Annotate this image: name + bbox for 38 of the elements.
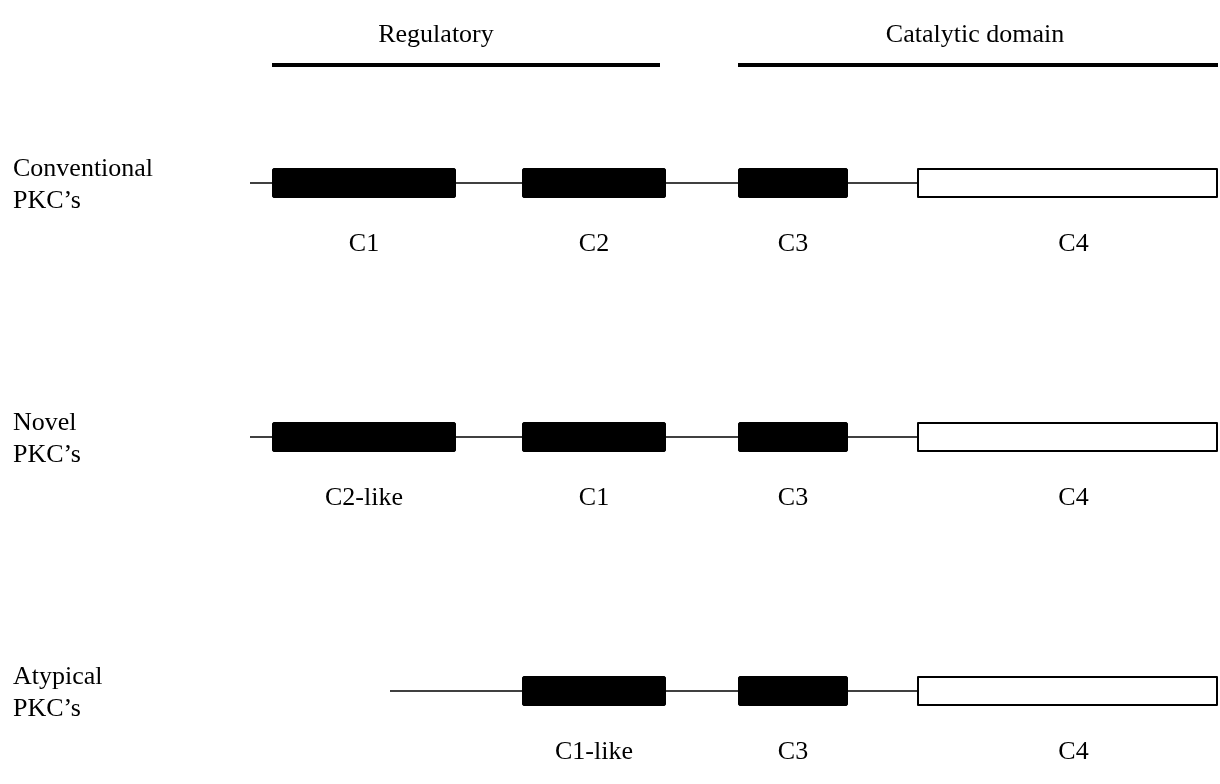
domain-name: C3 bbox=[777, 736, 809, 766]
row-label: Atypical PKC’s bbox=[13, 660, 104, 724]
linker-line bbox=[665, 690, 739, 692]
linker-line bbox=[847, 436, 918, 438]
domain-name: C4 bbox=[1058, 482, 1089, 512]
linker-line bbox=[389, 690, 523, 692]
region-heading: Catalytic domain bbox=[885, 18, 1065, 50]
row-label: Novel PKC’s bbox=[13, 406, 82, 470]
linker-line bbox=[847, 690, 918, 692]
open-domain-bar bbox=[917, 168, 1218, 198]
linker-line bbox=[249, 436, 273, 438]
domain-name: C1 bbox=[578, 482, 610, 512]
filled-domain-bar bbox=[522, 676, 666, 706]
linker-line bbox=[665, 436, 739, 438]
row-label: Conventional PKC’s bbox=[13, 152, 155, 216]
filled-domain-bar bbox=[522, 422, 666, 452]
filled-domain-bar bbox=[522, 168, 666, 198]
domain-name: C2 bbox=[578, 228, 610, 258]
linker-line bbox=[455, 182, 523, 184]
filled-domain-bar bbox=[738, 168, 848, 198]
linker-line bbox=[665, 182, 739, 184]
domain-name: C3 bbox=[777, 482, 809, 512]
filled-domain-bar bbox=[272, 168, 456, 198]
domain-name: C1 bbox=[348, 228, 380, 258]
domain-name: C2-like bbox=[325, 482, 403, 512]
linker-line bbox=[847, 182, 918, 184]
open-domain-bar bbox=[917, 422, 1218, 452]
filled-domain-bar bbox=[272, 422, 456, 452]
region-heading: Regulatory bbox=[378, 18, 494, 50]
filled-domain-bar bbox=[738, 676, 848, 706]
filled-domain-bar bbox=[738, 422, 848, 452]
linker-line bbox=[249, 182, 273, 184]
domain-name: C1-like bbox=[555, 736, 633, 766]
domain-name: C4 bbox=[1058, 228, 1089, 258]
linker-line bbox=[455, 436, 523, 438]
domain-name: C4 bbox=[1058, 736, 1089, 766]
open-domain-bar bbox=[917, 676, 1218, 706]
domain-name: C3 bbox=[777, 228, 809, 258]
